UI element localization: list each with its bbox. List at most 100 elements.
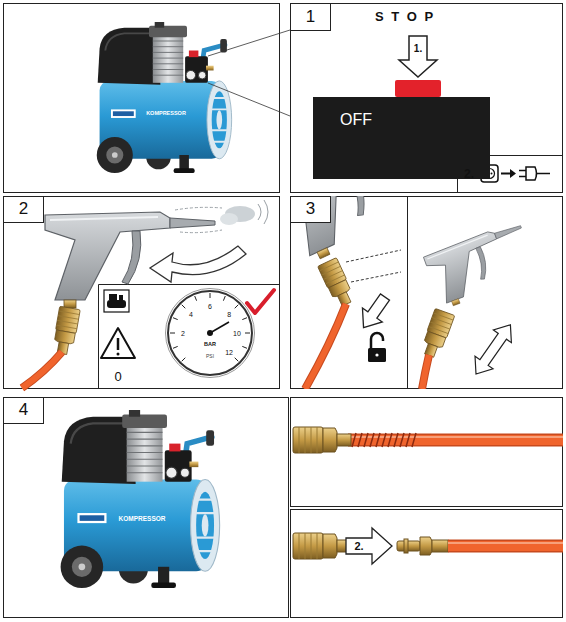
disconnect-view [305,304,346,389]
plug-icon [519,171,526,177]
step-number-tab: 1 [290,3,331,31]
pressure-gauge [173,318,178,320]
step-number-tab: 4 [3,397,44,424]
step-callout: 2. [354,541,363,552]
disconnect-view [368,348,386,362]
check-mark [247,290,274,313]
gauge-scale-number: 8 [227,310,231,317]
air-stream [264,200,268,224]
plug-nipple [420,537,432,555]
air-stream [175,200,268,233]
hose [448,543,563,546]
pressure-gauge [182,305,186,309]
compressor-icon [119,295,123,300]
trigger-arrow [150,246,246,282]
air-stream [180,230,222,233]
step-callout: 2. [464,168,474,180]
connect-view [467,319,519,381]
pressure-gauge [210,293,211,298]
hose [22,352,62,388]
warning-sign [117,353,120,356]
warning-value: 0 [114,370,121,383]
pressure-gauge [195,296,197,301]
hose-coupling [52,306,81,355]
unplug-arrow [510,169,516,178]
step-number-tab: 2 [3,196,44,223]
air-puff [220,206,255,225]
socket-icon [491,173,493,175]
step-number-tab: 3 [290,196,331,223]
pressure-gauge [242,346,247,348]
panel-frame [4,197,280,389]
pressure-gauge [235,358,239,362]
disconnect-view [354,290,395,335]
panel-frame [4,4,280,193]
plug-nipple [397,537,448,555]
gauge-scale-number: 12 [225,349,233,356]
pressure-gauge [166,289,255,378]
panel-frame [407,197,408,389]
panel-frame [4,398,289,618]
hose [348,434,563,447]
pressure-gauge [170,293,250,361]
zoom-line [208,30,290,116]
pressure-gauge [170,333,175,334]
hose-coupling [293,427,351,453]
connect-view [419,221,538,389]
connect-view [422,355,429,389]
panel-frame [99,285,280,389]
step-number: 4 [19,401,28,420]
switch-housing: OFF [313,97,490,179]
warning-sign [101,328,135,358]
pressure-gauge [166,289,255,378]
step-number: 2 [19,200,28,219]
disconnect-view [305,304,346,389]
hose-coupling [318,258,356,309]
disconnect-view [371,333,383,348]
brand-text: KOMPRESSOR [119,516,166,523]
zoom-line [208,83,290,116]
air-gun [423,221,539,310]
gauge-scale-number: 6 [208,303,212,310]
gauge-unit: BAR [204,342,216,348]
plug-icon [537,173,550,175]
pressure-gauge [210,322,229,333]
panel-frame [291,4,563,193]
hose [448,541,563,551]
press-arrow [399,36,437,77]
pressure-gauge [207,330,213,336]
gauge-unit: PSI [206,354,214,359]
disconnect-view [346,250,401,262]
disconnect-view [375,353,378,356]
pressure-gauge [242,318,247,320]
unplug-arrow [501,173,511,175]
gauge-scale-number: 4 [189,310,193,317]
pressure-gauge [168,291,252,375]
step-number: 3 [306,200,315,219]
compressor-icon [104,290,129,312]
hose [352,433,416,447]
pressure-gauge [182,358,186,362]
hose-coupling [293,533,351,559]
brand-text: KOMPRESSOR [146,111,186,117]
pressure-gauge [173,346,178,348]
compressor-drawing [97,22,232,173]
plug-nipple [404,539,408,553]
air-puff [220,213,238,225]
pressure-gauge [223,296,225,301]
pressure-gauge [245,333,250,334]
air-stream [258,204,261,220]
compressor-drawing [61,410,220,588]
air-stream [175,207,222,210]
switch-label: OFF [340,111,484,129]
compressor-icon [109,294,117,300]
insert-arrow [346,528,392,564]
panel-frame [291,398,563,507]
unplug-arrow [501,169,516,178]
hose [348,435,563,445]
warning-sign [101,328,135,358]
step-number: 1 [306,8,315,27]
